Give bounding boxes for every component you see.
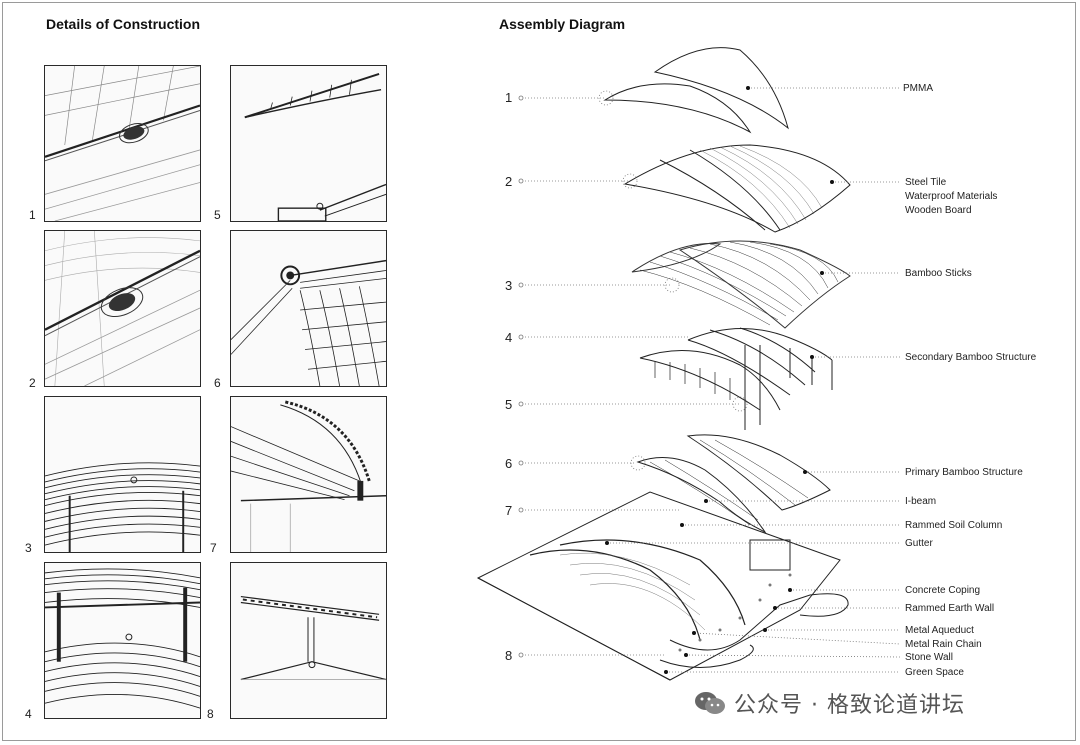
watermark-text: 公众号 · 格致论道讲坛 <box>734 693 965 718</box>
layer-primary-structure <box>636 434 831 534</box>
label-wooden-board: Wooden Board <box>905 205 972 216</box>
panel-number-6: 6 <box>214 376 221 390</box>
watermark: 公众号 · 格致论道讲坛 <box>694 687 965 719</box>
label-bamboo-sticks: Bamboo Sticks <box>905 268 972 279</box>
label-rain-chain: Metal Rain Chain <box>905 639 982 650</box>
step-markers <box>525 97 740 656</box>
label-green-space: Green Space <box>905 667 964 678</box>
detail-panel-8 <box>230 562 387 719</box>
step-1: 1 <box>505 90 512 105</box>
step-4: 4 <box>505 330 512 345</box>
label-i-beam: I-beam <box>905 496 936 507</box>
layer-secondary-structure <box>687 327 833 430</box>
detail-panel-1 <box>44 65 201 222</box>
label-pmma: PMMA <box>903 83 933 94</box>
step-7: 7 <box>505 503 512 518</box>
layer-bamboo-sticks <box>631 240 851 329</box>
label-rammed-earth: Rammed Earth Wall <box>905 603 994 614</box>
panel-number-1: 1 <box>29 208 36 222</box>
detail-panel-4 <box>44 562 201 719</box>
detail-panel-3 <box>44 396 201 553</box>
panel-number-7: 7 <box>210 541 217 555</box>
label-gutter: Gutter <box>905 538 933 549</box>
label-rammed-soil: Rammed Soil Column <box>905 520 1002 531</box>
layer-secondary-lower <box>639 350 781 411</box>
wechat-icon <box>695 692 725 714</box>
label-primary-structure: Primary Bamboo Structure <box>905 467 1023 478</box>
step-2: 2 <box>505 174 512 189</box>
step-8: 8 <box>505 648 512 663</box>
step-5: 5 <box>505 397 512 412</box>
step-3: 3 <box>505 278 512 293</box>
label-waterproof: Waterproof Materials <box>905 191 997 202</box>
panel-number-4: 4 <box>25 707 32 721</box>
label-secondary-structure: Secondary Bamboo Structure <box>905 352 1037 363</box>
panel-number-3: 3 <box>25 541 32 555</box>
panel-number-5: 5 <box>214 208 221 222</box>
detail-panel-2 <box>44 230 201 387</box>
layer-pmma <box>603 47 789 134</box>
label-concrete-coping: Concrete Coping <box>905 585 980 596</box>
detail-panel-5 <box>230 65 387 222</box>
detail-panel-6 <box>230 230 387 387</box>
layer-steel-tile <box>623 144 851 233</box>
step-6: 6 <box>505 456 512 471</box>
detail-panel-7 <box>230 396 387 553</box>
assembly-title: Assembly Diagram <box>499 16 626 32</box>
panel-number-2: 2 <box>29 376 36 390</box>
label-aqueduct: Metal Aqueduct <box>905 625 974 636</box>
panel-number-8: 8 <box>207 707 214 721</box>
label-steel-tile: Steel Tile <box>905 177 947 188</box>
details-title: Details of Construction <box>46 16 201 32</box>
layer-base <box>476 491 849 681</box>
label-stone-wall: Stone Wall <box>905 652 953 663</box>
